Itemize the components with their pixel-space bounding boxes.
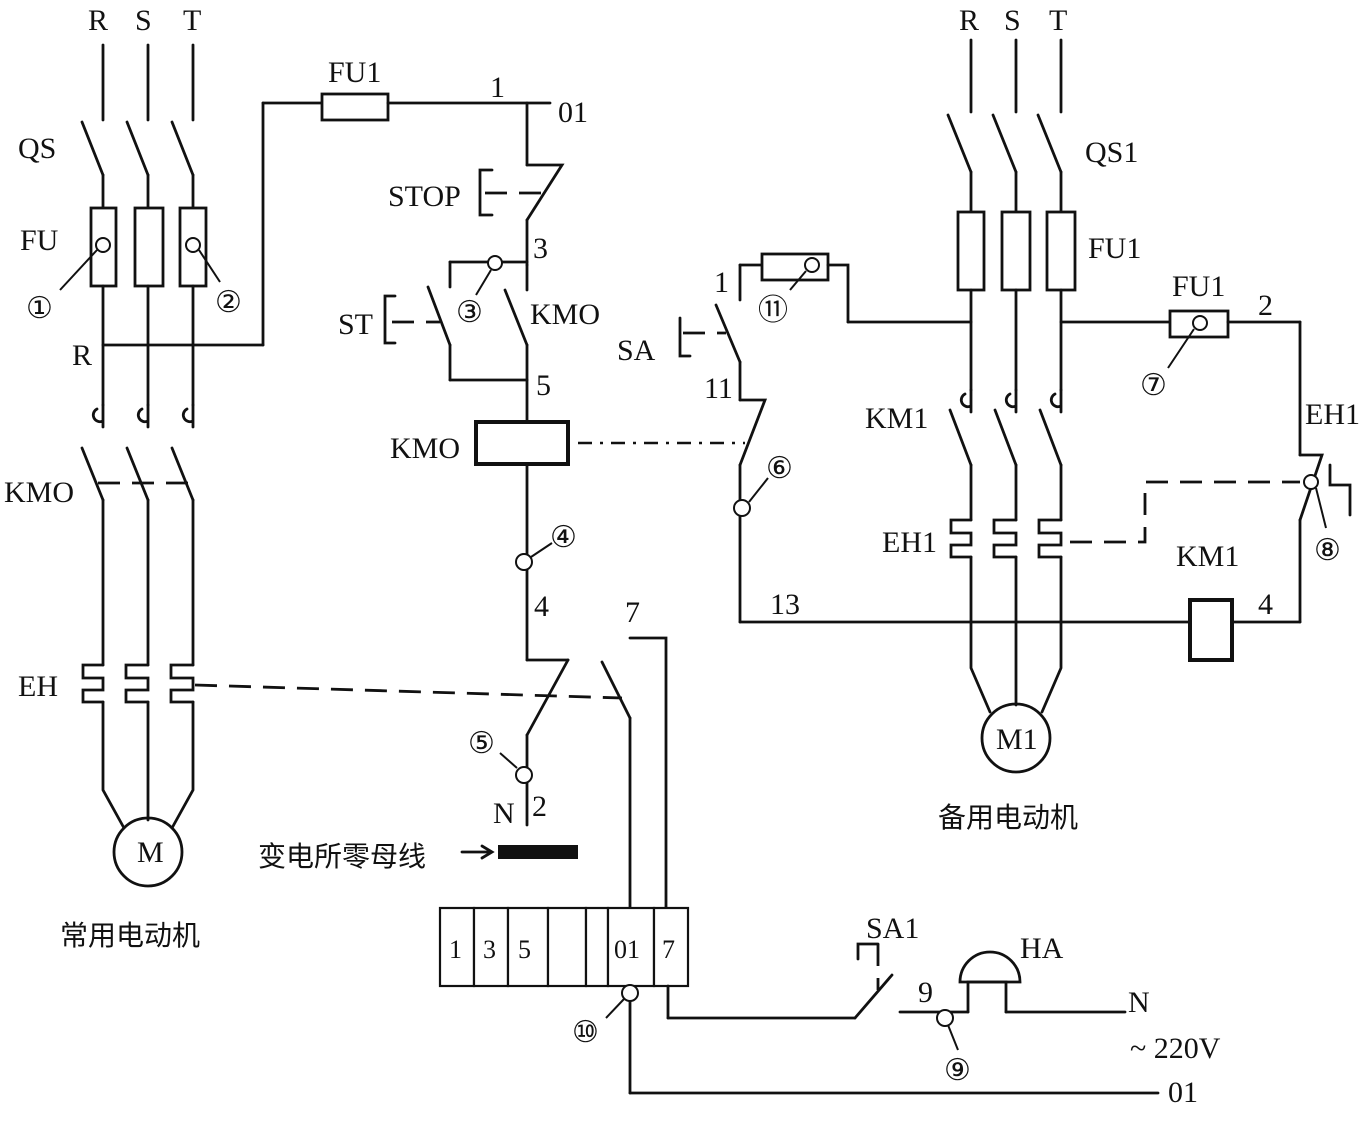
terminal-cell-01: 01 [614, 935, 640, 964]
label-node-2-bottom: 2 [532, 790, 547, 823]
label-node-2-right: 2 [1258, 289, 1273, 322]
label-node-1: 1 [490, 71, 505, 104]
label-fu1-right-ctrl: FU1 [1172, 270, 1225, 303]
terminal-cell-7: 7 [662, 935, 675, 964]
label-st: ST [338, 308, 373, 341]
label-node-01: 01 [558, 96, 588, 129]
label-node-5: 5 [536, 369, 551, 402]
test-point-11: ⑪ [758, 294, 788, 327]
label-node-11: 11 [704, 372, 733, 405]
label-node-n-right: N [1128, 986, 1150, 1019]
test-point-7: ⑦ [1140, 369, 1167, 402]
label-km1-coil: KM1 [1176, 540, 1239, 573]
label-eh1-main: EH1 [882, 526, 937, 559]
test-point-6: ⑥ [766, 452, 793, 485]
test-point-10: ⑩ [572, 1016, 599, 1049]
test-point-9: ⑨ [944, 1054, 971, 1087]
label-eh-left: EH [18, 670, 58, 703]
label-phase-r-right: R [959, 4, 979, 37]
test-point-3: ③ [456, 296, 483, 329]
label-phase-t-right: T [1049, 4, 1067, 37]
label-phase-t-left: T [183, 4, 201, 37]
terminal-block [438, 906, 690, 988]
diagram-labels: R S T QS FU R KMO EH M 常用电动机 FU1 1 01 ST… [4, 4, 1360, 1109]
label-qs1: QS1 [1085, 136, 1138, 169]
test-point-5: ⑤ [468, 727, 495, 760]
label-fu1-right: FU1 [1088, 232, 1141, 265]
label-supply-220v: ~ 220V [1130, 1032, 1221, 1065]
label-kmo-coil: KMO [390, 432, 460, 465]
label-qs: QS [18, 132, 56, 165]
label-node-13: 13 [770, 588, 800, 621]
label-node-3: 3 [533, 232, 548, 265]
test-point-8: ⑧ [1314, 534, 1341, 567]
label-node-n: N [493, 797, 515, 830]
label-stop: STOP [388, 180, 461, 213]
main-control-circuit [194, 92, 1160, 1095]
label-fu-left: FU [20, 224, 59, 257]
label-main-motor-caption: 常用电动机 [60, 919, 200, 952]
label-phase-r-left: R [88, 4, 108, 37]
label-node-01-bottom: 01 [1168, 1076, 1198, 1109]
label-motor-m: M [137, 836, 164, 869]
test-point-markers [59, 237, 1327, 1051]
label-kmo-aux: KMO [530, 298, 600, 331]
label-ha: HA [1020, 932, 1064, 965]
terminal-cell-1: 1 [449, 935, 462, 964]
test-point-4: ④ [550, 521, 577, 554]
label-phase-s-right: S [1004, 4, 1021, 37]
label-kmo-main: KMO [4, 476, 74, 509]
label-sa1: SA1 [866, 912, 919, 945]
label-node-4: 4 [534, 590, 549, 623]
backup-motor-power-circuit [678, 38, 1352, 774]
label-sa: SA [617, 334, 656, 367]
label-node-7-top: 7 [625, 596, 640, 629]
main-motor-power-circuit [80, 43, 324, 888]
label-neutral-bus: 变电所零母线 [258, 840, 426, 873]
label-motor-m1: M1 [996, 723, 1038, 756]
label-node-9: 9 [918, 976, 933, 1009]
label-fu1-ctrl: FU1 [328, 56, 381, 89]
terminal-cell-3: 3 [483, 935, 496, 964]
label-node-4-right: 4 [1258, 588, 1273, 621]
label-r-tap: R [72, 339, 92, 372]
label-eh1-right: EH1 [1305, 398, 1360, 431]
label-phase-s-left: S [135, 4, 152, 37]
terminal-cell-5: 5 [518, 935, 531, 964]
test-point-2: ② [215, 286, 242, 319]
test-point-1: ① [26, 292, 53, 325]
label-backup-motor-caption: 备用电动机 [938, 801, 1078, 834]
label-km1-main: KM1 [865, 402, 928, 435]
label-sa-node-1: 1 [714, 266, 729, 299]
